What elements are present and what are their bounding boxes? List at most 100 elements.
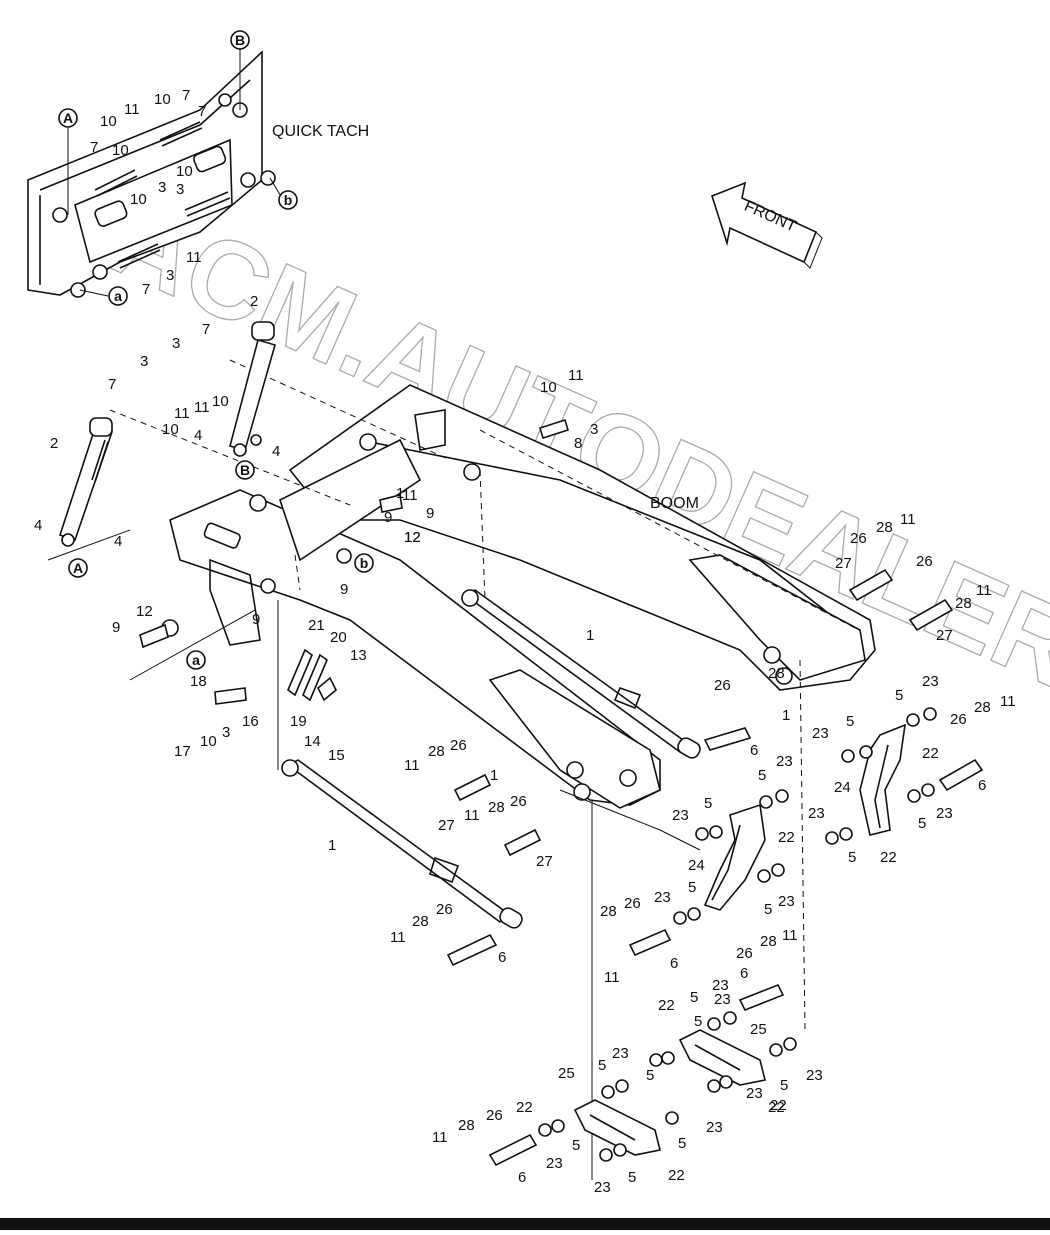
callout: 5 <box>572 1137 580 1154</box>
callout: 10 <box>176 163 193 180</box>
callout: 11 <box>174 405 190 422</box>
callout: 11 <box>1000 693 1016 710</box>
callout: 5 <box>690 989 698 1006</box>
callout: 5 <box>678 1135 686 1152</box>
callout: 4 <box>194 427 202 444</box>
callout: 18 <box>190 673 207 690</box>
callout: 23 <box>808 805 825 822</box>
callout: 3 <box>140 353 148 370</box>
callout-numbers: 11 10 7 10 7 10 3 10 7 3 10 11 3 7 2 7 3… <box>34 87 1016 1196</box>
callout: 23 <box>812 725 829 742</box>
callout: 5 <box>646 1067 654 1084</box>
callout: 11 <box>782 927 798 944</box>
callout: 23 <box>922 673 939 690</box>
callout: 28 <box>458 1117 475 1134</box>
callout: 27 <box>536 853 553 870</box>
callout: 11 <box>900 511 916 528</box>
callout: 26 <box>486 1107 503 1124</box>
callout: 26 <box>624 895 641 912</box>
callout: 11 <box>604 969 620 986</box>
callout: 23 <box>654 889 671 906</box>
callout: 3 <box>158 179 166 196</box>
callout: 3 <box>172 335 180 352</box>
callout: 26 <box>714 677 731 694</box>
callout: 5 <box>688 879 696 896</box>
callout: 22 <box>768 1099 785 1116</box>
pins <box>139 418 984 1167</box>
linkage-arm-25-upper <box>678 1029 766 1086</box>
callout: 23 <box>714 991 731 1008</box>
callout: 11 <box>432 1129 448 1146</box>
callout: 5 <box>780 1077 788 1094</box>
callout: 28 <box>412 913 429 930</box>
boom-assembly <box>161 384 876 809</box>
callout: 12 <box>404 529 421 546</box>
callout: 5 <box>848 849 856 866</box>
callout: 15 <box>328 747 345 764</box>
callout: 4 <box>272 443 280 460</box>
callout: 7 <box>108 376 116 393</box>
callout: 22 <box>770 1097 787 1114</box>
svg-text:A: A <box>63 110 73 126</box>
callout: 23 <box>778 893 795 910</box>
callout: 26 <box>916 553 933 570</box>
callout: 23 <box>712 977 729 994</box>
callout: 12 <box>136 603 153 620</box>
callout: 2 <box>50 435 58 452</box>
callout: 22 <box>516 1099 533 1116</box>
callout: 10 <box>112 142 129 159</box>
ref-marker-B-top: B <box>230 30 250 50</box>
callout: 22 <box>658 997 675 1014</box>
callout: 27 <box>936 627 953 644</box>
callout: 17 <box>174 743 191 760</box>
ref-marker-A-mid: A <box>68 558 88 578</box>
ref-marker-B-mid: B <box>235 460 255 480</box>
callout: 9 <box>426 505 434 522</box>
callout: 28 <box>428 743 445 760</box>
callout: 5 <box>694 1013 702 1030</box>
callout: 28 <box>760 933 777 950</box>
callout: 6 <box>750 742 758 759</box>
callout: 2 <box>250 293 258 310</box>
callout: 16 <box>242 713 259 730</box>
callout: 25 <box>558 1065 575 1082</box>
svg-text:b: b <box>284 192 293 208</box>
callout: 28 <box>600 903 617 920</box>
callout: 1 <box>396 485 404 502</box>
callout: 28 <box>955 595 972 612</box>
callout: 10 <box>154 91 171 108</box>
callout: 10 <box>540 379 557 396</box>
callout: 10 <box>130 191 147 208</box>
callout: 1 <box>782 707 790 724</box>
callout: 11 <box>976 582 992 599</box>
callout: 5 <box>628 1169 636 1186</box>
callout: 6 <box>518 1169 526 1186</box>
callout: 14 <box>304 733 321 750</box>
ref-marker-a-top: a <box>108 286 128 306</box>
callout: 10 <box>162 421 179 438</box>
svg-text:A: A <box>73 560 83 576</box>
callout: 25 <box>750 1021 767 1038</box>
callout: 22 <box>668 1167 685 1184</box>
lift-cylinder-right <box>229 321 276 457</box>
callout: 1 <box>490 767 498 784</box>
callout: 6 <box>670 955 678 972</box>
callout: 7 <box>202 321 210 338</box>
callout: 23 <box>706 1119 723 1136</box>
callout: 10 <box>100 113 117 130</box>
callout: 3 <box>222 724 230 741</box>
callout: 11 <box>464 807 480 824</box>
quick-tach-assembly <box>27 48 283 298</box>
callout: 19 <box>290 713 307 730</box>
callout: 5 <box>758 767 766 784</box>
callout: 5 <box>704 795 712 812</box>
ref-marker-b-mid: b <box>354 553 374 573</box>
callout: 11 <box>402 487 418 504</box>
svg-text:b: b <box>360 555 369 571</box>
callout: 23 <box>806 1067 823 1084</box>
linkage-arm-25-lower <box>573 1099 661 1156</box>
callout: 27 <box>438 817 455 834</box>
callout: 28 <box>974 699 991 716</box>
callout: 23 <box>936 805 953 822</box>
